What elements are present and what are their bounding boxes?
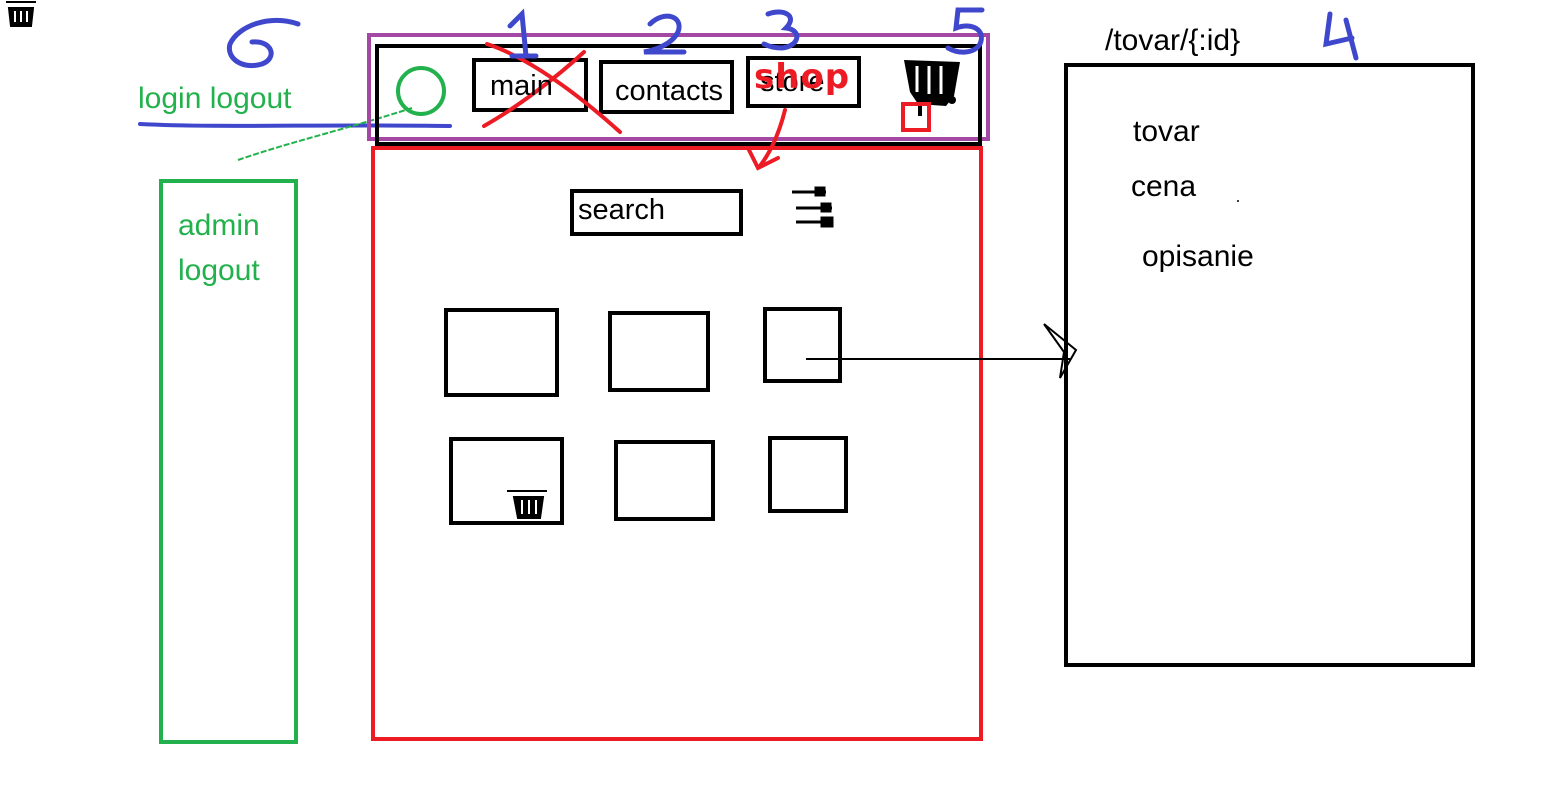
blue-underline [138, 122, 452, 128]
stray-dot [1237, 200, 1239, 202]
detail-route-label: /tovar/{:id} [1105, 24, 1241, 57]
nav-store-button[interactable] [746, 56, 861, 108]
nav-main-label: main [490, 70, 553, 102]
nav-contacts-label: contacts [615, 75, 723, 107]
annotation-6-digit [226, 18, 301, 68]
product-card-4[interactable] [449, 437, 564, 525]
admin-sidebar-panel [159, 179, 298, 744]
search-input[interactable] [570, 189, 743, 236]
product-card-5[interactable] [614, 440, 715, 521]
green-connector-line [237, 107, 413, 161]
cart-count-badge [901, 102, 931, 132]
shop-correction-label: shop [754, 57, 851, 97]
search-label: search [578, 194, 666, 226]
nav-main-button[interactable] [472, 58, 588, 112]
header-box [375, 44, 982, 146]
annotation-numbers [507, 7, 1359, 61]
admin-panel-label: admin [178, 209, 260, 242]
product-card-2[interactable] [608, 311, 710, 392]
product-card-6[interactable] [768, 436, 848, 513]
detail-description-label: opisanie [1142, 240, 1254, 273]
product-card-1[interactable] [444, 308, 559, 397]
user-circle-icon[interactable] [396, 66, 446, 116]
nav-contacts-button[interactable] [599, 60, 734, 114]
shop-redirect-arrow-icon [746, 108, 787, 171]
admin-logout-label: logout [178, 254, 260, 287]
corner-cart-icon [6, 1, 36, 27]
login-logout-label: login logout [138, 82, 292, 115]
strike-main-cross [482, 42, 622, 134]
arrow-icon [806, 323, 1078, 379]
add-to-cart-icon[interactable] [507, 490, 547, 519]
product-detail-page-box [1064, 63, 1475, 667]
filter-sliders-icon[interactable] [792, 186, 834, 228]
detail-name-label: tovar [1133, 115, 1200, 148]
nav-store-label: store [760, 66, 825, 98]
detail-price-label: cena [1131, 170, 1197, 203]
header-cart-icon[interactable] [904, 60, 960, 106]
product-card-3[interactable] [763, 307, 842, 383]
content-area-box [371, 146, 983, 741]
